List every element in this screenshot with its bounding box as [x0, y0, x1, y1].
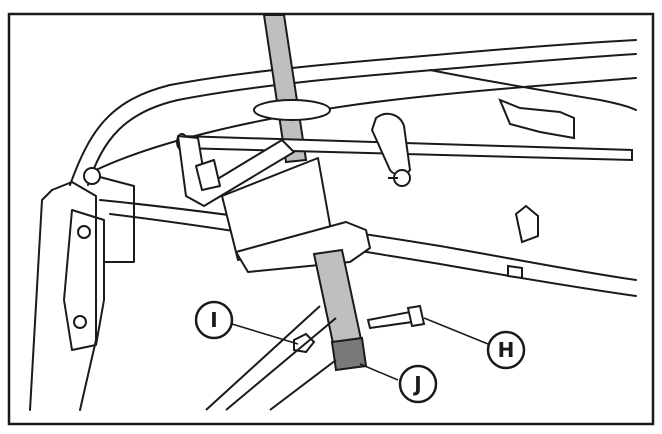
steering-column-cap	[330, 336, 368, 372]
left-bracket-plate	[63, 209, 105, 351]
column-mount-bracket-small	[195, 159, 221, 191]
callout-I: I	[194, 300, 234, 340]
left-side-panel	[51, 181, 97, 411]
leader-J	[359, 363, 399, 381]
upper-right-bracket	[498, 98, 575, 140]
lower-link-right	[225, 317, 337, 411]
callout-H: H	[486, 330, 526, 370]
rod-clamp	[370, 112, 412, 176]
right-frame-tab	[514, 204, 539, 244]
right-frame-clip	[507, 264, 523, 280]
leader-H	[423, 317, 489, 345]
frame-lower-edge	[99, 199, 637, 281]
callout-J: J	[398, 364, 438, 404]
lower-link-left	[205, 305, 321, 411]
mounting-bolt-head	[406, 304, 426, 328]
dash-rear-contour	[429, 69, 637, 111]
lower-link-far	[269, 359, 337, 411]
shaft-collar	[253, 99, 331, 121]
dash-cowling-outline	[69, 39, 637, 186]
left-plate-bolt-upper	[77, 225, 91, 239]
left-side-panel-front	[29, 189, 53, 411]
dash-cowling-inner-edge	[87, 53, 637, 186]
frame-lower-edge-2	[109, 213, 637, 297]
left-pivot-bolt	[83, 167, 101, 185]
diagram-frame	[7, 12, 655, 426]
lock-nut	[293, 332, 316, 354]
left-plate-bolt-lower	[73, 315, 87, 329]
callout-I-label: I	[210, 308, 217, 332]
dash-cowling-lower-edge	[95, 77, 637, 171]
leader-I	[231, 323, 299, 345]
left-lower-bracket	[95, 175, 135, 263]
callout-H-label: H	[498, 338, 515, 362]
callout-J-label: J	[412, 372, 421, 396]
